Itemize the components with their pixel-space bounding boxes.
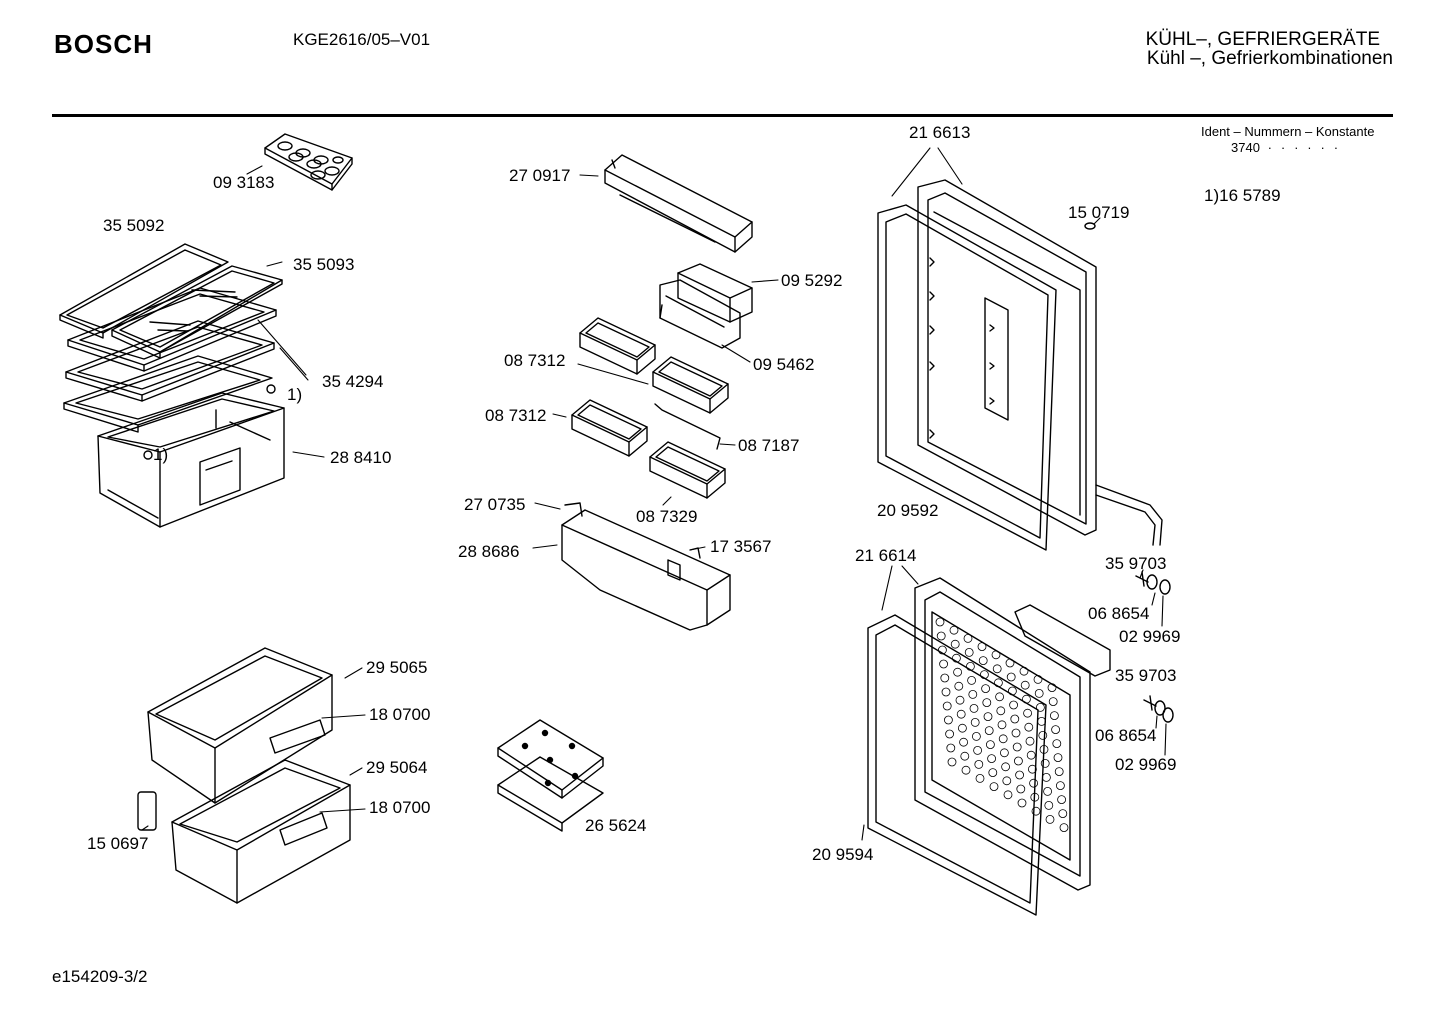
part-label-270917: 27 0917	[509, 166, 571, 185]
category-subtitle: Kühl –, Gefrierkombinationen	[1146, 48, 1393, 69]
freezer-door-gasket	[868, 615, 1046, 915]
chiller-drawer	[98, 385, 284, 527]
ident-value: 3740	[1231, 140, 1260, 155]
bottle-rack	[562, 503, 730, 630]
part-label-295064: 29 5064	[366, 758, 428, 777]
part-label-150719: 15 0719	[1068, 203, 1130, 222]
part-label-359703-top: 35 9703	[1105, 554, 1167, 573]
fridge-door-gasket	[878, 205, 1056, 550]
part-label-288686: 28 8686	[458, 542, 520, 561]
part-label-150697: 15 0697	[87, 834, 149, 853]
fridge-door	[918, 180, 1162, 545]
part-label-265624: 26 5624	[585, 816, 647, 835]
part-label-029969-top: 02 9969	[1119, 627, 1181, 646]
part-label-087312-top: 08 7312	[504, 351, 566, 370]
part-label-355092: 35 5092	[103, 216, 165, 235]
ident-title: Ident – Nummern – Konstante	[1201, 124, 1375, 139]
glass-shelves	[60, 244, 282, 432]
egg-tray	[265, 134, 352, 190]
freezer-door-dimples	[936, 618, 1068, 832]
butter-compartment	[660, 264, 752, 348]
ice-packs	[498, 720, 603, 831]
part-label-180700-bottom: 18 0700	[369, 798, 431, 817]
part-label-180700-top: 18 0700	[369, 705, 431, 724]
part-label-209594: 20 9594	[812, 845, 874, 864]
part-label-068654-bottom: 06 8654	[1095, 726, 1157, 745]
small-bins	[572, 318, 728, 498]
part-label-173567: 17 3567	[710, 537, 772, 556]
hinge-screws	[1136, 572, 1173, 722]
part-note-1a: 1)	[287, 385, 303, 404]
part-label-288410: 28 8410	[330, 448, 392, 467]
part-label-029969-bottom: 02 9969	[1115, 755, 1177, 774]
part-label-270735: 27 0735	[464, 495, 526, 514]
part-label-355093: 35 5093	[293, 255, 355, 274]
freezer-drawer-lower	[138, 760, 350, 903]
document-id: e154209-3/2	[52, 967, 148, 986]
part-label-087187: 08 7187	[738, 436, 800, 455]
part-label-087312-bottom: 08 7312	[485, 406, 547, 425]
part-note-1b: 1)	[153, 445, 169, 464]
freezer-door	[915, 578, 1110, 890]
freezer-drawer-upper	[148, 648, 332, 803]
door-rack-top	[605, 155, 752, 252]
part-label-209592: 20 9592	[877, 501, 939, 520]
part-label-295065: 29 5065	[366, 658, 428, 677]
part-label-354294: 35 4294	[322, 372, 384, 391]
ident-dots: . . . . . .	[1268, 137, 1341, 152]
category-title: KÜHL–, GEFRIERGERÄTE	[1145, 29, 1380, 50]
part-label-095462: 09 5462	[753, 355, 815, 374]
leader-lines	[142, 148, 1166, 840]
part-label-095292: 09 5292	[781, 271, 843, 290]
part-label-216614: 21 6614	[855, 546, 917, 565]
brand-logo: BOSCH	[54, 29, 153, 59]
part-label-216613: 21 6613	[909, 123, 971, 142]
part-label-359703-bottom: 35 9703	[1115, 666, 1177, 685]
model-number: KGE2616/05–V01	[293, 30, 431, 49]
header-divider	[52, 114, 1393, 117]
footnote: 1)16 5789	[1204, 186, 1281, 205]
part-label-093183: 09 3183	[213, 173, 275, 192]
part-label-087329: 08 7329	[636, 507, 698, 526]
part-label-068654-top: 06 8654	[1088, 604, 1150, 623]
